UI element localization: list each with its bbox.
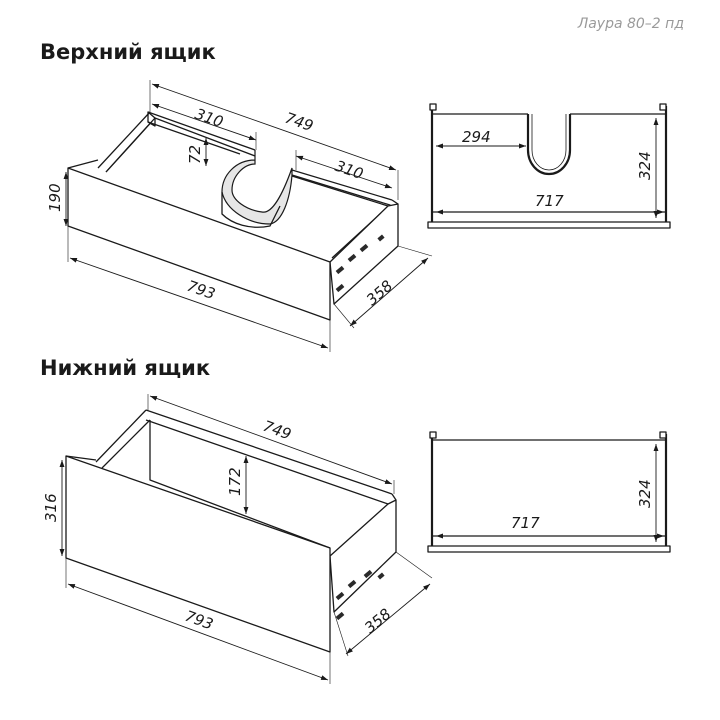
dim-upper-right-section: 310 <box>333 157 366 183</box>
dim-upper-inner-width: 717 <box>535 192 564 210</box>
dim-lower-inner-width: 717 <box>511 514 540 532</box>
dim-lower-front-width: 793 <box>183 607 216 634</box>
dim-upper-front-width: 793 <box>185 277 218 303</box>
lower-drawer-title: Нижний ящик <box>40 356 211 380</box>
lower-drawer-iso <box>65 409 397 653</box>
upper-drawer-title: Верхний ящик <box>40 40 216 64</box>
dim-upper-height: 190 <box>46 183 64 212</box>
dim-upper-inner-depth: 324 <box>636 151 654 180</box>
dim-lower-height: 316 <box>42 493 60 522</box>
dim-upper-cutout-width: 294 <box>462 128 491 146</box>
model-label: Лаура 80–2 пд <box>577 16 684 32</box>
dim-upper-depth-top: 749 <box>283 109 316 135</box>
upper-drawer-iso <box>67 111 399 321</box>
dim-upper-side-depth: 358 <box>363 277 396 309</box>
dim-lower-inner-depth: 324 <box>636 479 654 508</box>
upper-drawer-top-view: 294 717 324 <box>427 103 671 229</box>
dim-upper-cutout-depth: 72 <box>186 145 204 164</box>
dim-lower-side-depth: 358 <box>361 605 395 637</box>
dim-upper-left-section: 310 <box>193 105 226 131</box>
lower-drawer-top-view: 717 324 <box>427 431 671 553</box>
dim-lower-depth-top: 749 <box>261 417 294 444</box>
dim-lower-inner-height: 172 <box>226 467 244 496</box>
